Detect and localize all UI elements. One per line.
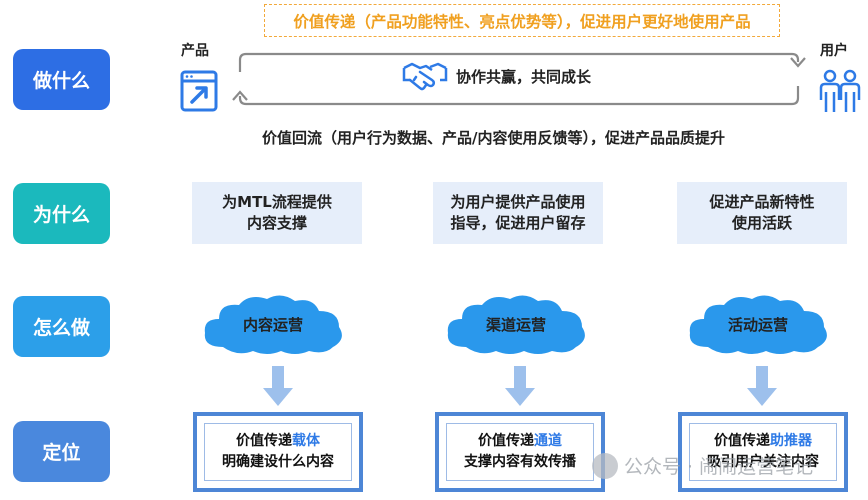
user-label: 用户 <box>820 43 848 59</box>
position-line2: 明确建设什么内容 <box>222 454 334 470</box>
down-arrow-icon <box>263 366 293 406</box>
reason-line: 指导，促进用户留存 <box>450 214 586 232</box>
reason-line: 为MTL流程提供 <box>222 193 332 211</box>
value-delivery-banner: 价值传递（产品功能特性、亮点优势等），促进用户更好地使用产品 <box>264 4 780 37</box>
position-highlight: 通道 <box>534 433 562 449</box>
down-arrow-icon <box>505 366 535 406</box>
wechat-icon <box>592 452 618 479</box>
position-prefix: 价值传递 <box>478 433 534 449</box>
row-label-how: 怎么做 <box>13 296 110 357</box>
position-line2: 吸引用户关注内容 <box>707 454 819 470</box>
position-highlight: 载体 <box>292 433 320 449</box>
product-window-icon <box>180 70 218 112</box>
watermark: 公众号 · 闹闹运营笔记 <box>592 452 813 479</box>
cloud-activity-ops: 活动运营 <box>682 289 834 359</box>
position-line2: 支撑内容有效传播 <box>464 454 576 470</box>
value-return-text: 价值回流（用户行为数据、产品/内容使用反馈等），促进产品品质提升 <box>262 129 725 147</box>
method-label: 内容运营 <box>242 315 303 334</box>
position-box-3: 价值传递助推器 吸引用户关注内容 <box>678 412 848 492</box>
handshake-icon <box>402 62 448 91</box>
position-prefix: 价值传递 <box>236 433 292 449</box>
position-highlight: 助推器 <box>770 433 812 449</box>
position-box-1: 价值传递载体 明确建设什么内容 <box>193 412 363 492</box>
cloud-shape <box>447 295 585 354</box>
reason-box-2: 为用户提供产品使用指导，促进用户留存 <box>433 182 603 244</box>
reason-line: 促进产品新特性 <box>709 193 815 211</box>
collaboration-text: 协作共赢，共同成长 <box>456 68 592 86</box>
down-arrow-icon <box>747 366 777 406</box>
product-label: 产品 <box>181 43 209 59</box>
row-label-what: 做什么 <box>13 49 110 110</box>
method-label: 活动运营 <box>727 315 788 334</box>
cloud-shape <box>204 295 342 354</box>
position-prefix: 价值传递 <box>714 433 770 449</box>
row-label-position: 定位 <box>13 421 110 482</box>
method-label: 渠道运营 <box>485 315 546 334</box>
position-box-2: 价值传递通道 支撑内容有效传播 <box>435 412 605 492</box>
value-loop-arrows <box>232 52 806 106</box>
reason-line: 内容支撑 <box>246 214 307 232</box>
reason-box-1: 为MTL流程提供内容支撑 <box>192 182 362 244</box>
cloud-shape <box>689 295 827 354</box>
reason-line: 使用活跃 <box>731 214 792 232</box>
reason-line: 为用户提供产品使用 <box>450 193 586 211</box>
reason-box-3: 促进产品新特性使用活跃 <box>677 182 847 244</box>
users-icon <box>819 69 861 112</box>
cloud-content-ops: 内容运营 <box>197 289 349 359</box>
cloud-channel-ops: 渠道运营 <box>440 289 592 359</box>
row-label-why: 为什么 <box>13 183 110 244</box>
watermark-text: 公众号 · 闹闹运营笔记 <box>624 456 814 478</box>
